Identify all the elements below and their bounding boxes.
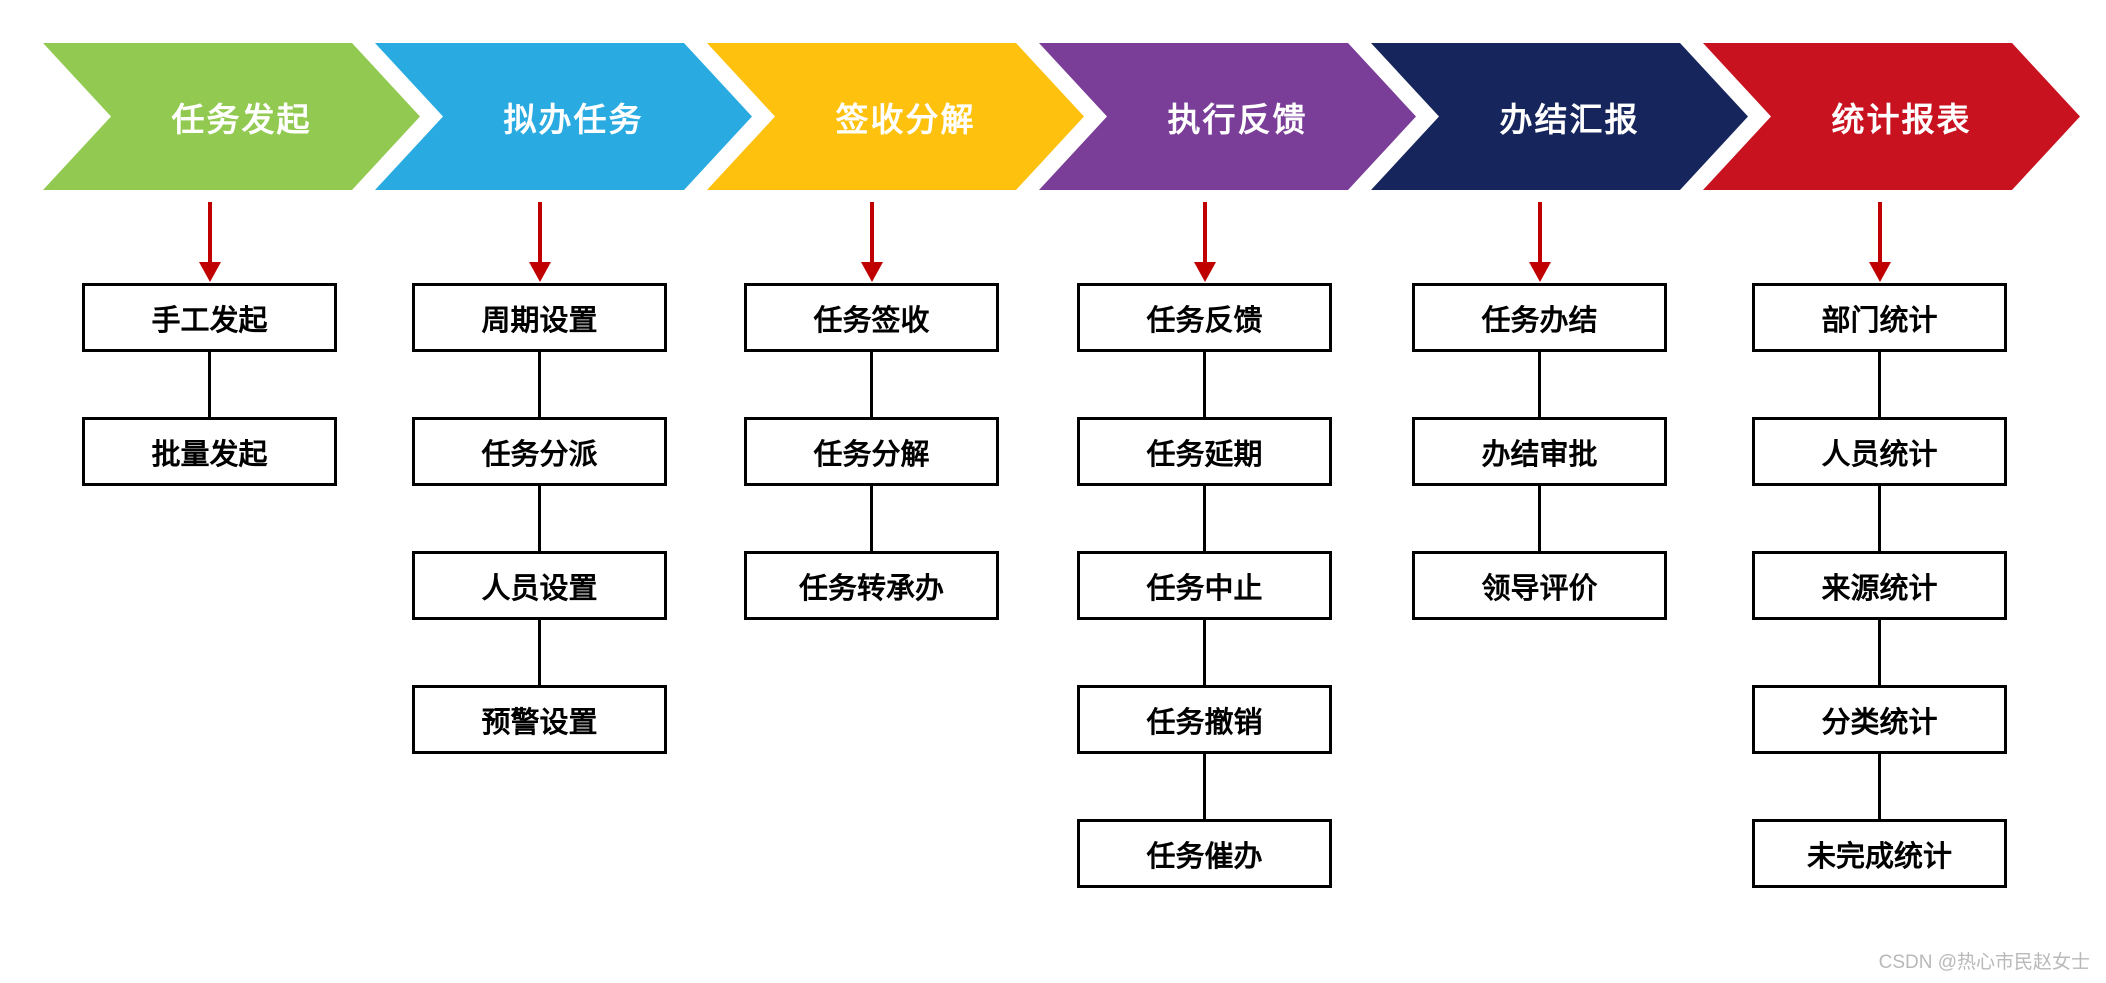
flow-box: 办结审批 bbox=[1412, 417, 1667, 486]
stage-chevron-3: 签收分解 bbox=[707, 43, 1084, 190]
flow-box: 人员设置 bbox=[412, 551, 667, 620]
stage-chevron-2: 拟办任务 bbox=[375, 43, 752, 190]
flow-box: 任务分派 bbox=[412, 417, 667, 486]
connector-line bbox=[1878, 352, 1881, 417]
connector-line bbox=[1878, 620, 1881, 685]
flow-box: 批量发起 bbox=[82, 417, 337, 486]
connector-line bbox=[538, 620, 541, 685]
connector-line bbox=[538, 486, 541, 551]
watermark: CSDN @热心市民赵女士 bbox=[1878, 952, 2090, 973]
down-arrow-head bbox=[1529, 262, 1551, 282]
connector-line bbox=[1203, 754, 1206, 819]
down-arrow-stem bbox=[208, 202, 212, 264]
flow-box: 任务延期 bbox=[1077, 417, 1332, 486]
stage-label: 签收分解 bbox=[835, 100, 976, 138]
flow-box: 人员统计 bbox=[1752, 417, 2007, 486]
flow-box: 任务签收 bbox=[744, 283, 999, 352]
flow-box: 任务转承办 bbox=[744, 551, 999, 620]
flow-box: 任务撤销 bbox=[1077, 685, 1332, 754]
connector-line bbox=[870, 352, 873, 417]
down-arrow-stem bbox=[1878, 202, 1882, 264]
flow-box: 来源统计 bbox=[1752, 551, 2007, 620]
flow-box: 手工发起 bbox=[82, 283, 337, 352]
down-arrow-stem bbox=[538, 202, 542, 264]
flow-box: 未完成统计 bbox=[1752, 819, 2007, 888]
flow-box: 任务反馈 bbox=[1077, 283, 1332, 352]
flow-box: 分类统计 bbox=[1752, 685, 2007, 754]
stage-chevron-1: 任务发起 bbox=[43, 43, 420, 190]
stage-label: 统计报表 bbox=[1831, 100, 1972, 138]
down-arrow-head bbox=[861, 262, 883, 282]
connector-line bbox=[538, 352, 541, 417]
stage-label: 拟办任务 bbox=[503, 100, 644, 138]
stage-label: 任务发起 bbox=[171, 100, 312, 138]
flow-box: 周期设置 bbox=[412, 283, 667, 352]
stage-chevron-4: 执行反馈 bbox=[1039, 43, 1416, 190]
connector-line bbox=[1538, 486, 1541, 551]
down-arrow-head bbox=[199, 262, 221, 282]
down-arrow-head bbox=[529, 262, 551, 282]
flow-box: 任务催办 bbox=[1077, 819, 1332, 888]
flow-box: 预警设置 bbox=[412, 685, 667, 754]
down-arrow-stem bbox=[870, 202, 874, 264]
flow-box: 任务分解 bbox=[744, 417, 999, 486]
stage-chevron-5: 办结汇报 bbox=[1371, 43, 1748, 190]
flow-box: 任务中止 bbox=[1077, 551, 1332, 620]
connector-line bbox=[1203, 352, 1206, 417]
stage-label: 办结汇报 bbox=[1499, 100, 1640, 138]
stage-chevron-6: 统计报表 bbox=[1703, 43, 2080, 190]
connector-line bbox=[1538, 352, 1541, 417]
flow-box: 任务办结 bbox=[1412, 283, 1667, 352]
connector-line bbox=[1878, 486, 1881, 551]
down-arrow-head bbox=[1194, 262, 1216, 282]
connector-line bbox=[1203, 486, 1206, 551]
connector-line bbox=[870, 486, 873, 551]
down-arrow-head bbox=[1869, 262, 1891, 282]
connector-line bbox=[208, 352, 211, 417]
stage-label: 执行反馈 bbox=[1167, 100, 1308, 138]
connector-line bbox=[1878, 754, 1881, 819]
flow-box: 部门统计 bbox=[1752, 283, 2007, 352]
flow-box: 领导评价 bbox=[1412, 551, 1667, 620]
down-arrow-stem bbox=[1538, 202, 1542, 264]
down-arrow-stem bbox=[1203, 202, 1207, 264]
connector-line bbox=[1203, 620, 1206, 685]
